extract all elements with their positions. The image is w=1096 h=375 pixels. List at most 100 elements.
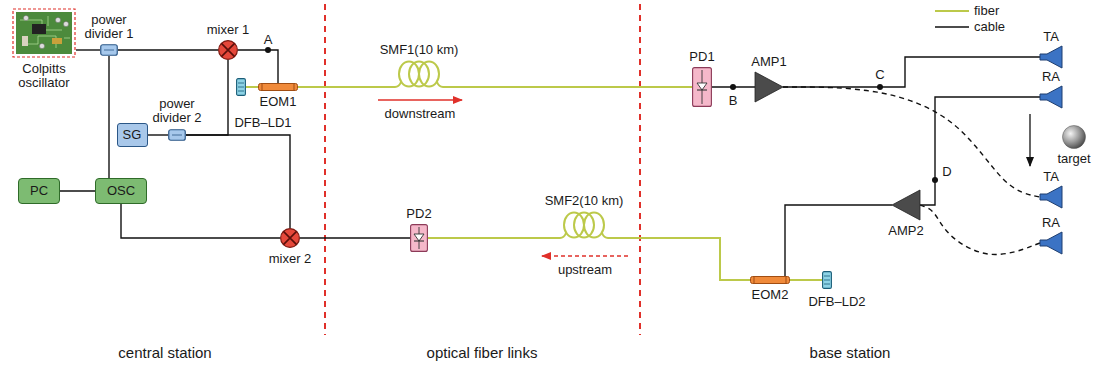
photodetector-body <box>693 68 712 107</box>
legend-text: fiber <box>974 4 999 18</box>
mixer-cross <box>221 43 234 56</box>
test-point-label: A <box>264 32 273 47</box>
test-point-label: D <box>942 164 951 179</box>
diode-triangle <box>414 234 424 241</box>
cable-link <box>121 204 280 238</box>
oscillator-board-symbol <box>12 8 76 58</box>
horn-body <box>1040 46 1062 68</box>
laser-stripe <box>238 87 244 88</box>
laser-body <box>237 79 246 96</box>
photodetector-symbol <box>692 67 712 107</box>
amplifier: AMP1 <box>755 72 783 102</box>
diode-bar <box>414 240 424 241</box>
modulator-body <box>259 84 298 91</box>
fiber-spool-symbol <box>560 211 608 241</box>
mixer-circle <box>219 41 238 60</box>
test-point-dot <box>265 47 271 53</box>
board <box>16 12 72 54</box>
photodetector-symbol <box>410 224 428 252</box>
laser-diode: DFB–LD1 <box>236 78 246 96</box>
divider-mark <box>104 50 114 51</box>
component-label: power divider 1 <box>78 13 140 41</box>
horn-antenna-symbol <box>1040 46 1062 68</box>
cable-link <box>118 49 218 50</box>
component-label: Colpitts oscillator <box>8 62 80 90</box>
capacitor <box>23 15 28 20</box>
laser-diode-symbol <box>822 271 832 289</box>
legend-entry: fiber <box>935 3 999 19</box>
direction-arrow <box>378 99 462 101</box>
component-label: EOM2 <box>752 288 789 302</box>
fiber-link <box>790 279 822 281</box>
power-divider: power divider 1 <box>100 44 118 56</box>
component-label: power divider 2 <box>146 97 208 125</box>
cable-link <box>783 87 1040 197</box>
power-divider-symbol <box>168 129 186 141</box>
modulator-mark <box>754 277 786 283</box>
legend-sample <box>935 4 969 18</box>
cable-link <box>920 205 1040 255</box>
divider-body <box>101 45 118 56</box>
direction-label: upstream <box>558 262 612 277</box>
cable-link <box>238 50 278 83</box>
box-label: OSC <box>107 184 135 198</box>
test-point-label: C <box>875 67 884 82</box>
horn-antenna-symbol <box>1040 232 1062 254</box>
component-label: TA <box>1043 170 1059 184</box>
fiber-link <box>428 237 560 239</box>
component-label: mixer 1 <box>207 23 250 37</box>
cable-link <box>108 56 109 178</box>
modulator-symbol <box>750 276 790 284</box>
fiber-link <box>608 238 750 280</box>
component-label: RA <box>1042 70 1060 84</box>
modulator-mark <box>262 84 294 90</box>
photodetector-body <box>411 225 428 252</box>
movement-arrow <box>1029 114 1030 166</box>
horn-antenna: RA <box>1040 232 1062 254</box>
fiber-spool: SMF1(10 km) <box>395 60 443 90</box>
mixer-symbol <box>218 40 238 60</box>
divider-body <box>169 130 186 141</box>
amplifier-triangle <box>755 72 783 102</box>
horn-body <box>1040 186 1062 208</box>
cable-link <box>76 49 100 50</box>
region-label: base station <box>810 344 891 361</box>
component <box>22 36 28 46</box>
modulator-body <box>751 277 790 284</box>
horn-body <box>1040 86 1062 108</box>
fiber-loop <box>419 62 439 87</box>
component-label: PD1 <box>689 50 714 64</box>
legend-sample <box>935 20 969 34</box>
horn-antenna: TA <box>1040 46 1062 68</box>
capacitor <box>63 21 68 26</box>
diode-bar <box>697 89 707 90</box>
amplifier-symbol <box>755 72 783 102</box>
horn-antenna-symbol <box>1040 86 1062 108</box>
component-label: target <box>1057 152 1090 166</box>
target-sphere-symbol <box>1062 125 1086 149</box>
test-point-dot <box>932 177 938 183</box>
amplifier: AMP2 <box>892 190 920 220</box>
mixer: mixer 2 <box>280 228 300 248</box>
amplifier-symbol <box>892 190 920 220</box>
cable-link <box>783 57 1040 87</box>
capacitor <box>39 43 44 48</box>
laser-stripe <box>238 83 244 84</box>
fiber-spool: SMF2(10 km) <box>560 211 608 241</box>
laser-stripe <box>824 276 830 277</box>
component-label: DFB–LD1 <box>234 116 291 130</box>
diode-triangle <box>697 83 707 90</box>
cable-link <box>186 135 290 228</box>
photodetector: PD2 <box>410 224 428 252</box>
legend-text: cable <box>974 20 1005 34</box>
region-divider <box>639 4 641 335</box>
power-divider-symbol <box>100 44 118 56</box>
fiber-link <box>298 86 395 88</box>
board-trace <box>20 16 70 48</box>
photodetector: PD1 <box>692 67 712 107</box>
component-label: TA <box>1043 30 1059 44</box>
horn-antenna: TA <box>1040 186 1062 208</box>
horn-body <box>1040 232 1062 254</box>
fiber-lead <box>560 233 608 238</box>
